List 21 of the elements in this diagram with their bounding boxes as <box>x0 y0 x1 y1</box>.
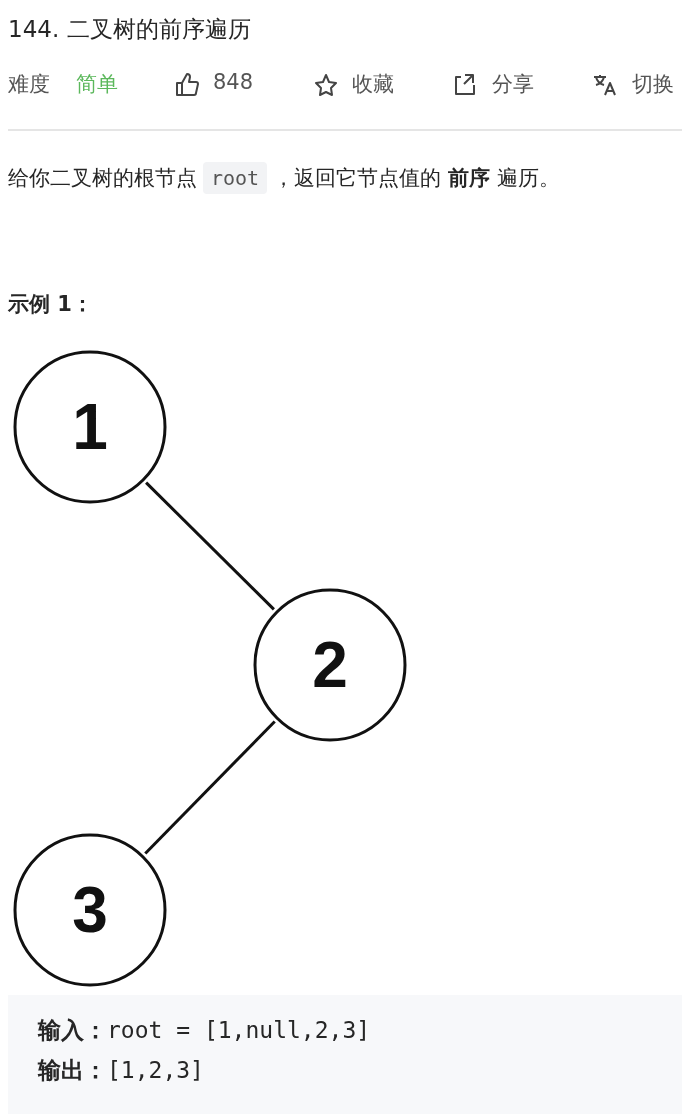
description-text: ，返回它节点值的 前序 遍历。 <box>273 165 560 192</box>
node-value: 1 <box>72 390 108 464</box>
output-line: 输出：[1,2,3] <box>38 1056 204 1085</box>
description-text: 给你二叉树的根节点 <box>8 165 197 192</box>
edge-line <box>144 720 276 855</box>
node-value: 2 <box>312 628 348 702</box>
inline-code: root <box>203 162 268 194</box>
node-value: 3 <box>72 873 108 947</box>
input-line: 输入：root = [1,null,2,3] <box>38 1016 371 1045</box>
share-label: 分享 <box>492 71 534 98</box>
edge-line <box>145 481 275 611</box>
like-count: 848 <box>213 70 254 94</box>
tree-node <box>253 588 407 742</box>
difficulty-label: 难度 <box>8 71 50 98</box>
tree-node <box>13 833 167 987</box>
favorite-label: 收藏 <box>352 71 394 98</box>
switch-label: 切换 <box>632 71 674 98</box>
page-title: 144. 二叉树的前序遍历 <box>8 15 251 44</box>
difficulty-value: 简单 <box>76 71 118 98</box>
example-heading: 示例 1： <box>8 291 93 318</box>
tree-node <box>13 350 167 504</box>
